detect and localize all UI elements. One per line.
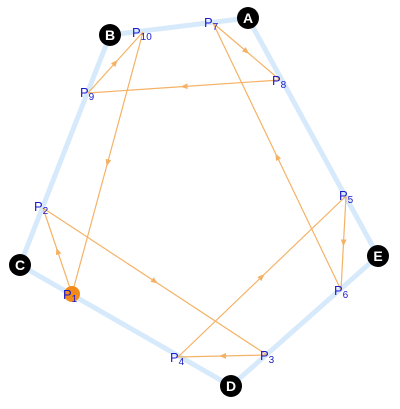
- point-p10: P10: [132, 25, 152, 43]
- corner-d: D: [220, 375, 242, 397]
- edge-p5-p6: [340, 195, 347, 291]
- corner-badge-icon: [220, 375, 242, 397]
- point-label: P9: [80, 85, 95, 103]
- point-label: P2: [34, 199, 49, 217]
- corner-label: C: [15, 257, 25, 273]
- point-label: P5: [339, 188, 354, 206]
- point-p6: P6: [334, 283, 349, 301]
- corner-badge-icon: [367, 245, 389, 267]
- point-label: P3: [260, 348, 275, 366]
- point-p1: P1: [63, 286, 80, 305]
- corner-c: C: [9, 254, 31, 276]
- point-p9: P9: [80, 85, 95, 103]
- point-p7: P7: [204, 15, 219, 33]
- edge-p8-p9: [87, 79, 281, 94]
- corner-a: A: [237, 7, 259, 29]
- edge-p2-p3: [42, 207, 268, 356]
- corner-b: B: [99, 24, 121, 46]
- edge-p6-p7: [212, 22, 342, 291]
- corner-label: D: [226, 378, 236, 394]
- point-p4: P4: [170, 350, 185, 368]
- corner-label: E: [373, 248, 382, 264]
- point-label: P8: [272, 73, 287, 91]
- point-label: P10: [132, 25, 152, 43]
- corner-badge-icon: [9, 254, 31, 276]
- point-p2: P2: [34, 199, 49, 217]
- edge-p1-p2: [42, 207, 73, 295]
- point-label: P7: [204, 15, 219, 33]
- outline-polygon: [17, 15, 381, 389]
- corner-badge-icon: [99, 24, 121, 46]
- corner-group: A B C D E: [9, 7, 389, 397]
- corner-e: E: [367, 245, 389, 267]
- corner-label: B: [105, 27, 115, 43]
- edge-p9-p10: [87, 31, 144, 94]
- pentagon-outline: [17, 15, 381, 389]
- corner-badge-icon: [237, 7, 259, 29]
- edge-p7-p8: [212, 22, 281, 81]
- corner-label: A: [243, 10, 253, 26]
- point-p5: P5: [339, 188, 354, 206]
- point-label: P6: [334, 283, 349, 301]
- edge-p10-p1: [71, 31, 144, 295]
- highlight-marker: [64, 286, 80, 302]
- point-label: P1: [63, 287, 78, 305]
- edge-p3-p4: [177, 353, 268, 359]
- edge-p4-p5: [177, 195, 347, 358]
- edge-group: [42, 22, 347, 359]
- point-p8: P8: [272, 73, 287, 91]
- point-label: P4: [170, 350, 185, 368]
- point-p3: P3: [260, 348, 275, 366]
